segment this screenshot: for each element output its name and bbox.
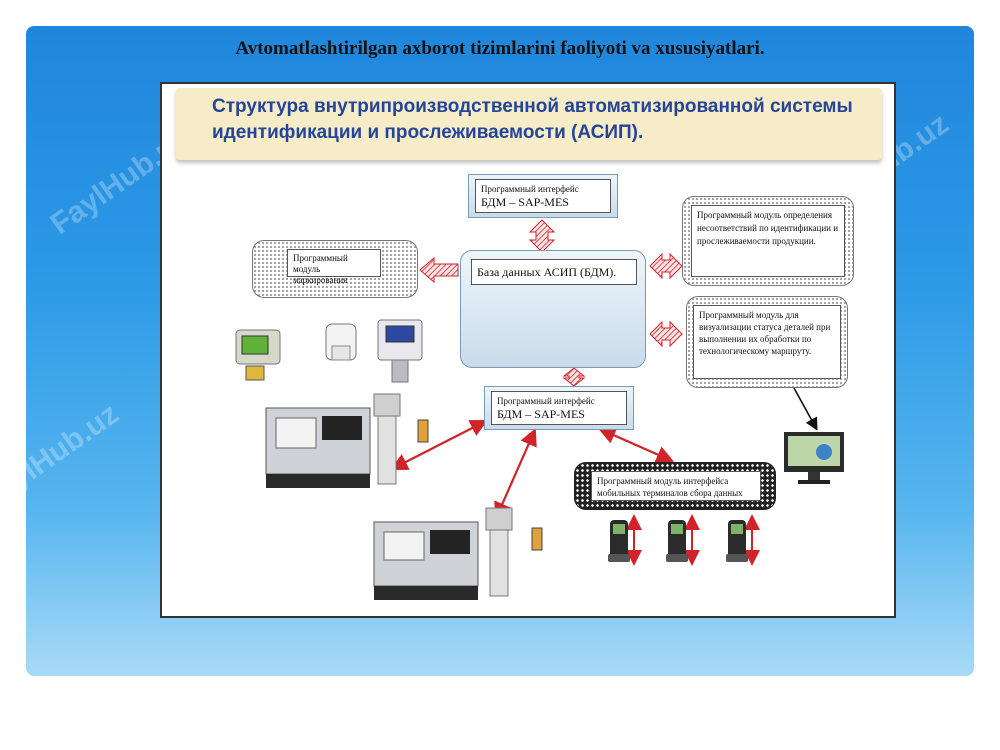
marking-equipment — [235, 319, 423, 383]
cnc-lathe-icon — [265, 393, 429, 488]
red-arrow-to-lathe-2 — [494, 427, 537, 521]
top-interface-inner: Программный интерфейс БДМ – SAP-MES — [475, 179, 611, 213]
black-arrow-to-monitor — [793, 387, 818, 431]
bottom-interface-line1: Программный интерфейс — [497, 396, 595, 406]
bottom-interface-line2: БДМ – SAP-MES — [497, 407, 585, 421]
block-arrow-bottom — [562, 367, 586, 387]
banner-title: Структура внутрипроизводственной автомат… — [212, 96, 853, 143]
visualization-module-box: Программный модуль для визуализации стат… — [686, 296, 848, 388]
mobile-module-label: Программный модуль интерфейса мобильных … — [591, 471, 761, 501]
nonconformity-module-box: Программный модуль определения несоответ… — [682, 196, 854, 286]
bottom-interface-inner: Программный интерфейс БДМ – SAP-MES — [491, 391, 627, 425]
block-arrow-left — [419, 256, 459, 284]
mobile-terminal-icon — [726, 520, 748, 562]
block-arrow-top — [528, 219, 556, 253]
diagram-frame: Структура внутрипроизводственной автомат… — [160, 82, 896, 618]
red-arrow-to-lathe-1 — [390, 419, 488, 471]
database-label: База данных АСИП (БДМ). — [471, 259, 637, 285]
slide-title: Avtomatlashtirilgan axborot tizimlarini … — [235, 38, 765, 59]
top-interface-line2: БДМ – SAP-MES — [481, 195, 569, 209]
monitor-icon — [784, 432, 844, 484]
mobile-terminal-icon — [608, 520, 630, 562]
diagram-banner: Структура внутрипроизводственной автомат… — [176, 88, 882, 160]
mobile-terminal-icon — [666, 520, 688, 562]
bottom-interface-box: Программный интерфейс БДМ – SAP-MES — [484, 386, 634, 430]
block-arrow-right-upper — [649, 252, 683, 280]
nonconformity-module-label: Программный модуль определения несоответ… — [691, 205, 845, 277]
cnc-lathe-icon — [373, 507, 543, 600]
marking-module-box: Программный модуль маркирования — [252, 240, 418, 298]
block-arrow-right-lower — [649, 320, 683, 348]
red-arrow-to-mobile — [597, 427, 675, 463]
top-interface-line1: Программный интерфейс — [481, 184, 579, 194]
visualization-module-label: Программный модуль для визуализации стат… — [693, 305, 841, 379]
mobile-module-box: Программный модуль интерфейса мобильных … — [574, 462, 776, 510]
marking-module-label: Программный модуль маркирования — [287, 249, 381, 285]
top-interface-box: Программный интерфейс БДМ – SAP-MES — [468, 174, 618, 218]
database-box: База данных АСИП (БДМ). — [460, 250, 646, 368]
